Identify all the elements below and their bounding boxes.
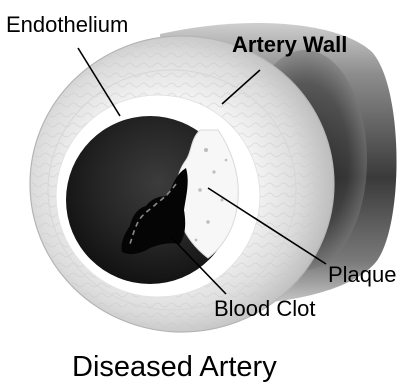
blood-clot-label: Blood Clot	[214, 296, 316, 321]
artery-wall-label: Artery Wall	[232, 32, 347, 57]
plaque-label: Plaque	[328, 262, 397, 287]
diagram-caption: Diseased Artery	[72, 351, 277, 383]
endothelium-label: Endothelium	[6, 12, 128, 37]
